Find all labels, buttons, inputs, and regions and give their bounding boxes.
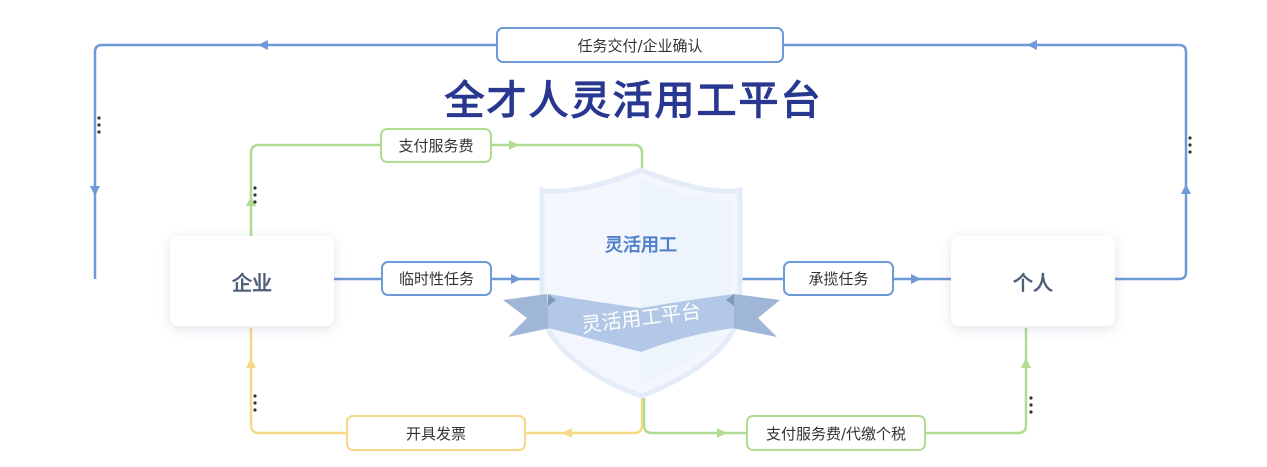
label-pay-service-fee: 支付服务费 (380, 128, 492, 163)
ribbon-graphic (503, 294, 780, 352)
node-individual: 个人 (951, 236, 1115, 326)
arrow-right-mid-right (911, 274, 921, 284)
arrow-up-yellow (246, 358, 256, 368)
label-accept-task: 承揽任务 (783, 261, 894, 296)
arrow-left-top-1 (258, 40, 268, 50)
label-delivery-confirm: 任务交付/企业确认 (496, 27, 784, 63)
label-issue-invoice: 开具发票 (346, 415, 526, 451)
arrow-up-green-right (1021, 358, 1031, 368)
arrow-up-green-left (246, 196, 256, 206)
node-enterprise: 企业 (170, 236, 334, 326)
arrow-left-yellow (562, 428, 572, 438)
arrow-right-mid-left (511, 274, 521, 284)
arrow-left-top-2 (1027, 40, 1037, 50)
shield-graphic (539, 167, 743, 399)
label-temp-task: 临时性任务 (381, 261, 492, 296)
label-pay-fee-withhold-tax: 支付服务费/代缴个税 (746, 415, 926, 451)
arrow-down-left (90, 186, 100, 196)
shield-title: 灵活用工 (605, 235, 677, 256)
arrow-up-right (1181, 184, 1191, 194)
page-title: 全才人灵活用工平台 (444, 78, 823, 124)
outer-blue-loop (93, 43, 1188, 281)
arrow-right-green-bottom (717, 428, 727, 438)
arrow-right-green-top (509, 140, 519, 150)
